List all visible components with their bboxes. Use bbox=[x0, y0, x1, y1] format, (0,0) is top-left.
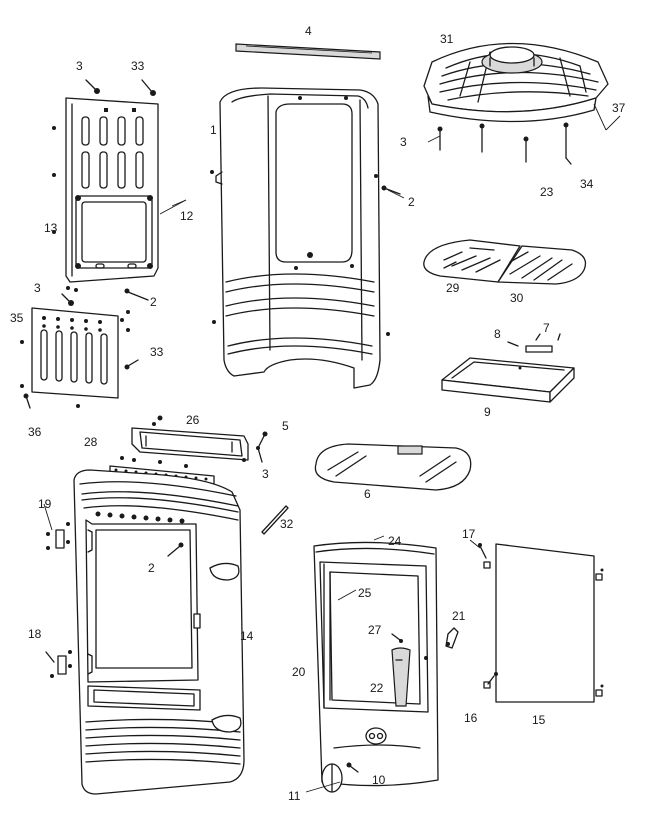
callout-3-bracket: 3 bbox=[262, 467, 269, 481]
callout-17: 17 bbox=[462, 527, 476, 541]
callout-13: 13 bbox=[44, 221, 58, 235]
callout-27: 27 bbox=[368, 623, 382, 637]
callout-9: 9 bbox=[484, 405, 491, 419]
callout-23: 23 bbox=[540, 185, 554, 199]
callout-21: 21 bbox=[452, 609, 466, 623]
part-30-grate bbox=[497, 245, 587, 285]
callout-33-top: 33 bbox=[131, 59, 145, 73]
callout-20: 20 bbox=[292, 665, 306, 679]
part-19-hinge bbox=[46, 522, 70, 550]
callout-14: 14 bbox=[240, 629, 254, 643]
callout-24: 24 bbox=[388, 534, 402, 548]
screw-2-body bbox=[381, 185, 401, 195]
part-11-handle bbox=[321, 763, 343, 793]
callout-4: 4 bbox=[305, 24, 312, 38]
screw-10 bbox=[346, 762, 359, 773]
part-21-latch bbox=[445, 627, 459, 649]
part-26-bracket bbox=[131, 415, 249, 462]
mid-rear-screws bbox=[23, 286, 149, 409]
callout-15: 15 bbox=[532, 713, 546, 727]
screw-27 bbox=[391, 633, 403, 643]
part-18-hinge bbox=[45, 650, 72, 678]
callout-7: 7 bbox=[543, 321, 550, 335]
part-35-lower-rear-panel bbox=[20, 307, 130, 408]
callout-33-bottom: 33 bbox=[150, 345, 164, 359]
part-15-glass-panel bbox=[478, 543, 604, 703]
screw-2-front bbox=[167, 542, 184, 557]
callout-3-rear: 3 bbox=[76, 59, 83, 73]
callout-19: 19 bbox=[38, 497, 52, 511]
callout-labels: 4 31 37 3 23 34 3 33 1 2 12 13 3 2 35 33… bbox=[10, 24, 626, 803]
callout-34: 34 bbox=[580, 177, 594, 191]
callout-25: 25 bbox=[358, 586, 372, 600]
callout-32: 32 bbox=[280, 517, 294, 531]
part-6-baffle bbox=[314, 443, 472, 491]
part-20-door bbox=[313, 541, 439, 787]
callout-29: 29 bbox=[446, 281, 460, 295]
part-8-bar bbox=[507, 333, 561, 353]
callout-2-rear: 2 bbox=[150, 295, 157, 309]
part-1-main-body bbox=[210, 87, 390, 389]
callout-1: 1 bbox=[210, 123, 217, 137]
top-cover-screws bbox=[437, 122, 572, 165]
callout-36: 36 bbox=[28, 425, 42, 439]
part-13-rear-panel bbox=[52, 97, 159, 283]
callout-10: 10 bbox=[372, 773, 386, 787]
callout-12: 12 bbox=[180, 209, 194, 223]
part-14-front-body bbox=[73, 469, 245, 795]
part-9-ash-pan bbox=[441, 357, 575, 403]
callout-3-top: 3 bbox=[400, 135, 407, 149]
callout-28: 28 bbox=[84, 435, 98, 449]
callout-2-body: 2 bbox=[408, 195, 415, 209]
rear-panel-screws-top bbox=[85, 79, 156, 96]
callout-22: 22 bbox=[370, 681, 384, 695]
callout-3-mid: 3 bbox=[34, 281, 41, 295]
callout-8: 8 bbox=[494, 327, 501, 341]
part-31-top-cover bbox=[423, 42, 609, 123]
callout-5: 5 bbox=[282, 419, 289, 433]
callout-31: 31 bbox=[440, 32, 454, 46]
callout-2-front: 2 bbox=[148, 561, 155, 575]
callout-11: 11 bbox=[288, 789, 301, 803]
callout-18: 18 bbox=[28, 627, 42, 641]
part-32-rod bbox=[261, 505, 289, 535]
leader-lines bbox=[43, 103, 621, 793]
callout-26: 26 bbox=[186, 413, 200, 427]
callout-37: 37 bbox=[612, 101, 626, 115]
callout-6: 6 bbox=[364, 487, 371, 501]
callout-16: 16 bbox=[464, 711, 478, 725]
callout-30: 30 bbox=[510, 291, 524, 305]
callout-35: 35 bbox=[10, 311, 24, 325]
part-29-grate bbox=[423, 239, 521, 283]
bracket-screws bbox=[256, 431, 268, 463]
part-4-top-strip bbox=[235, 43, 381, 60]
